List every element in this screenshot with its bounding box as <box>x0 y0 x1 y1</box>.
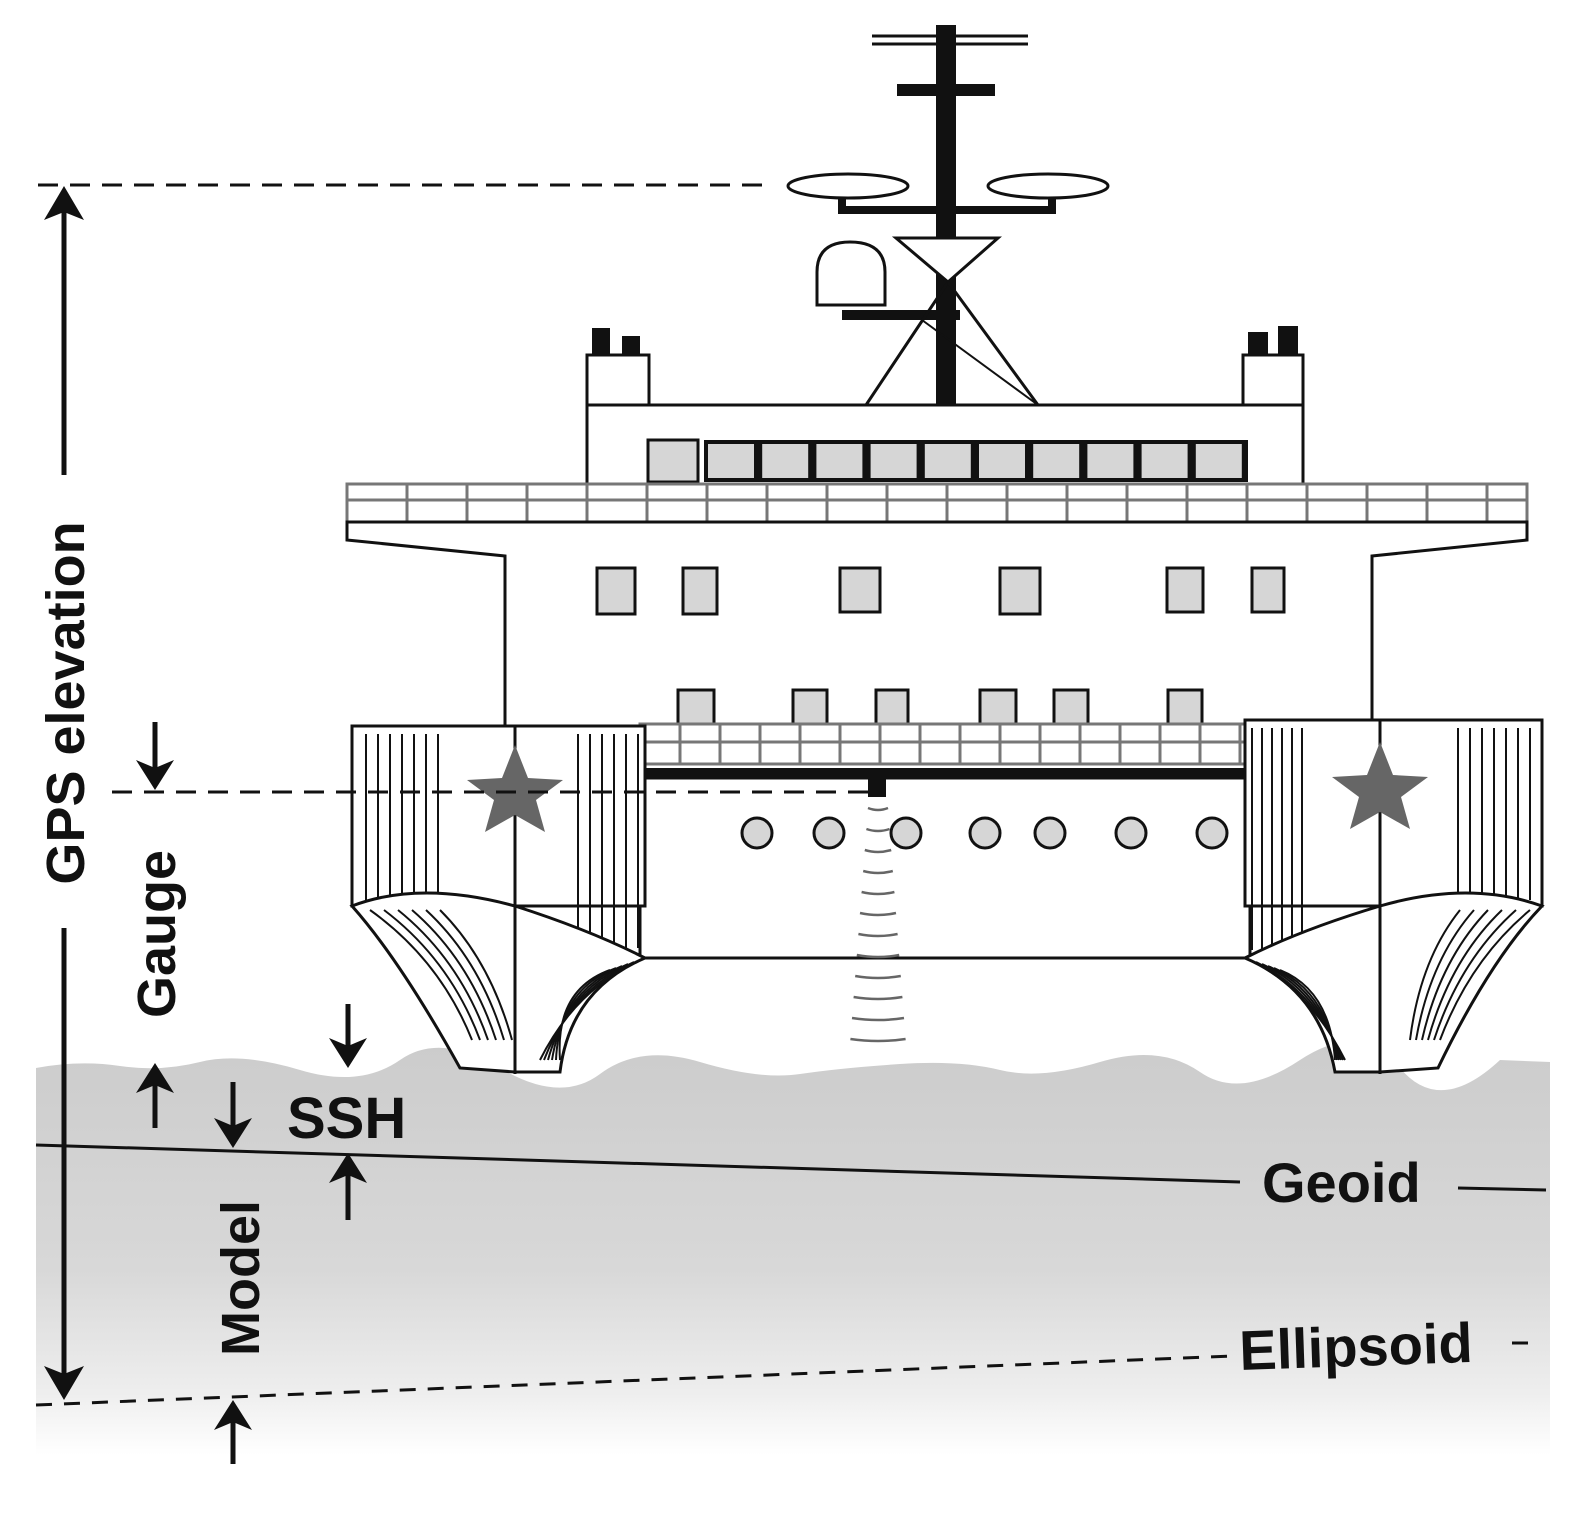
sonar-pulse <box>851 1016 905 1022</box>
mast <box>786 25 1110 410</box>
sonar-pulse <box>861 890 895 896</box>
sonar-pulse <box>853 995 903 1001</box>
bridge-window <box>646 438 700 484</box>
pontoon-curve <box>1415 909 1475 1041</box>
window <box>838 566 882 614</box>
pontoon-curve <box>539 959 641 1061</box>
window <box>998 566 1042 616</box>
arrow-down-icon <box>44 1366 84 1400</box>
left-pontoon <box>349 724 649 1074</box>
sea-body <box>36 1041 1550 1455</box>
sonar-pulse <box>858 932 898 938</box>
geoid-label: Geoid <box>1262 1151 1421 1214</box>
model-dimension <box>214 1082 252 1464</box>
sonar-pulse <box>867 806 889 812</box>
gauge-dimension <box>136 722 174 1128</box>
arrow-down-icon <box>329 1038 367 1068</box>
pontoon-curve <box>543 961 635 1061</box>
pontoon-curve <box>555 967 617 1061</box>
sonar-pulse <box>856 953 900 959</box>
bridge <box>585 326 1305 489</box>
bridge-window <box>870 444 917 478</box>
upper-deck-railing <box>345 482 1529 524</box>
porthole <box>1033 816 1067 850</box>
arrow-down-icon <box>214 1118 252 1148</box>
geoid-line-tail <box>1457 1186 1547 1192</box>
sonar-pulse <box>864 848 892 854</box>
bridge-window <box>816 444 863 478</box>
pontoon-curve <box>1439 909 1531 1041</box>
porthole <box>812 816 846 850</box>
ellipsoid-line <box>35 1354 1233 1407</box>
window <box>681 566 719 616</box>
bridge-windows <box>646 438 1248 484</box>
center-hull <box>638 722 1252 960</box>
window <box>1165 566 1205 614</box>
arrow-up-icon <box>44 186 84 220</box>
pontoon-curve <box>369 909 473 1041</box>
sonar-pulse <box>862 869 894 875</box>
geoid-line <box>35 1143 1241 1184</box>
porthole <box>968 816 1002 850</box>
right-gauge-star <box>1332 742 1428 829</box>
sonar-pulse <box>859 911 897 917</box>
sonar-pulse <box>865 827 891 833</box>
bridge-window <box>1033 444 1080 478</box>
pontoon-curve <box>558 969 611 1061</box>
bridge-window <box>1195 444 1242 478</box>
arrow-up-icon <box>214 1400 252 1430</box>
pontoon-curve <box>1279 969 1336 1061</box>
bridge-window <box>708 444 754 478</box>
arrow-down-icon <box>136 760 174 790</box>
gps-elevation-label: GPS elevation <box>36 521 96 884</box>
porthole <box>740 816 774 850</box>
right-pontoon <box>1241 718 1545 1074</box>
bridge-window <box>1087 444 1134 478</box>
pontoon-curve <box>1409 909 1461 1041</box>
bridge-window <box>762 444 809 478</box>
window <box>1250 566 1286 614</box>
portholes <box>740 816 1229 850</box>
bridge-window <box>924 444 971 478</box>
gps-elevation-dimension <box>44 186 84 1400</box>
acoustic-gauge <box>850 775 906 1043</box>
pontoon-curve <box>547 963 629 1061</box>
bridge-window <box>979 444 1025 478</box>
pontoon-curve <box>439 909 513 1041</box>
ssh-dimension <box>329 1004 367 1220</box>
pontoon-curve <box>383 909 481 1041</box>
gauge-label: Gauge <box>127 850 187 1018</box>
pontoon-curve <box>1427 909 1503 1041</box>
pontoon-curve <box>397 909 489 1041</box>
mid-windows <box>595 566 1286 616</box>
porthole <box>889 816 923 850</box>
pontoon-curve <box>1433 909 1517 1041</box>
pontoon-curve <box>1421 909 1489 1041</box>
superstructure <box>345 520 1529 728</box>
ssh-label: SSH <box>287 1086 406 1151</box>
pontoon-curve <box>411 909 497 1041</box>
bridge-window <box>1141 444 1188 478</box>
pontoon-curve <box>551 965 623 1061</box>
arrow-up-icon <box>136 1063 174 1093</box>
left-gauge-star <box>467 745 563 832</box>
porthole <box>1195 816 1229 850</box>
arrow-up-icon <box>329 1153 367 1183</box>
window <box>595 566 637 616</box>
porthole <box>1114 816 1148 850</box>
sonar-pulse <box>850 1037 906 1043</box>
model-label: Model <box>211 1200 271 1356</box>
ellipsoid-label: Ellipsoid <box>1238 1311 1473 1382</box>
sonar-pulse <box>854 974 902 980</box>
pontoon-curve <box>425 909 505 1041</box>
